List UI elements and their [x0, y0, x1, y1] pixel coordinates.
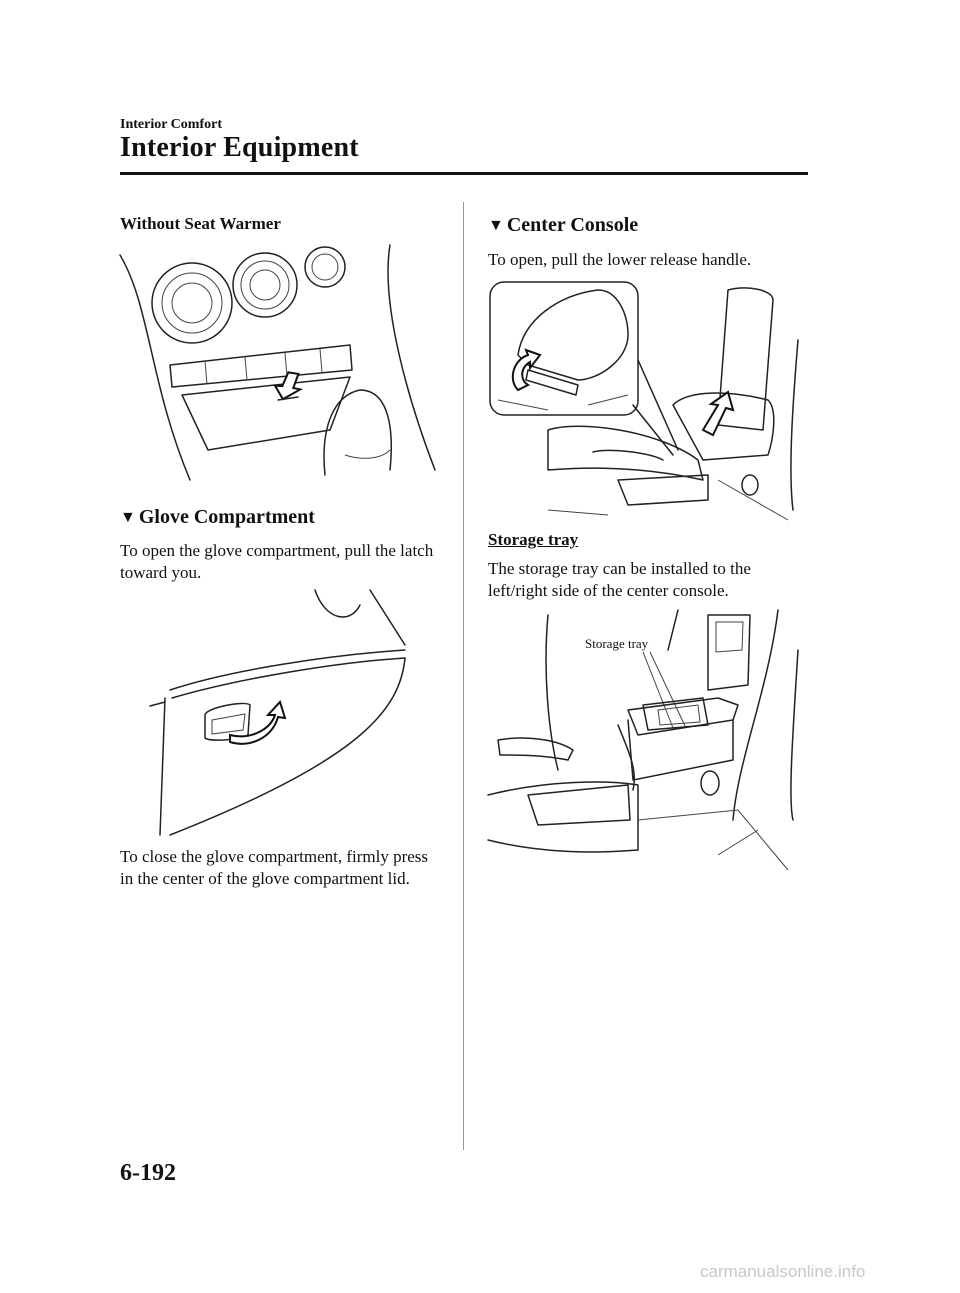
glove-compartment-illustration — [149, 589, 406, 836]
watermark: carmanualsonline.info — [700, 1262, 866, 1281]
storage-tray-callout: Storage tray — [585, 636, 649, 651]
page-number: 6-192 — [120, 1160, 176, 1186]
column-divider — [463, 202, 464, 1150]
storage-tray-text: The storage tray can be installed to the… — [488, 559, 751, 600]
chapter-label: Interior Comfort — [120, 117, 222, 132]
storage-tray-heading: Storage tray — [488, 530, 579, 549]
glove-close-text: To close the glove compartment, firmly p… — [120, 847, 429, 888]
header-rule — [120, 172, 808, 175]
section-title: Interior Equipment — [120, 132, 359, 163]
console-storage-illustration — [119, 244, 436, 481]
section-triangle-icon: ▼ — [120, 509, 136, 526]
without-seat-warmer-label: Without Seat Warmer — [120, 214, 281, 233]
center-console-heading: ▼Center Console — [488, 214, 639, 236]
center-console-illustration — [489, 281, 799, 521]
console-open-text: To open, pull the lower release handle. — [488, 250, 752, 269]
storage-tray-illustration — [487, 609, 799, 871]
glove-compartment-heading: ▼Glove Compartment — [120, 506, 315, 528]
glove-open-text: To open the glove compartment, pull the … — [120, 541, 434, 582]
section-triangle-icon: ▼ — [488, 217, 504, 234]
